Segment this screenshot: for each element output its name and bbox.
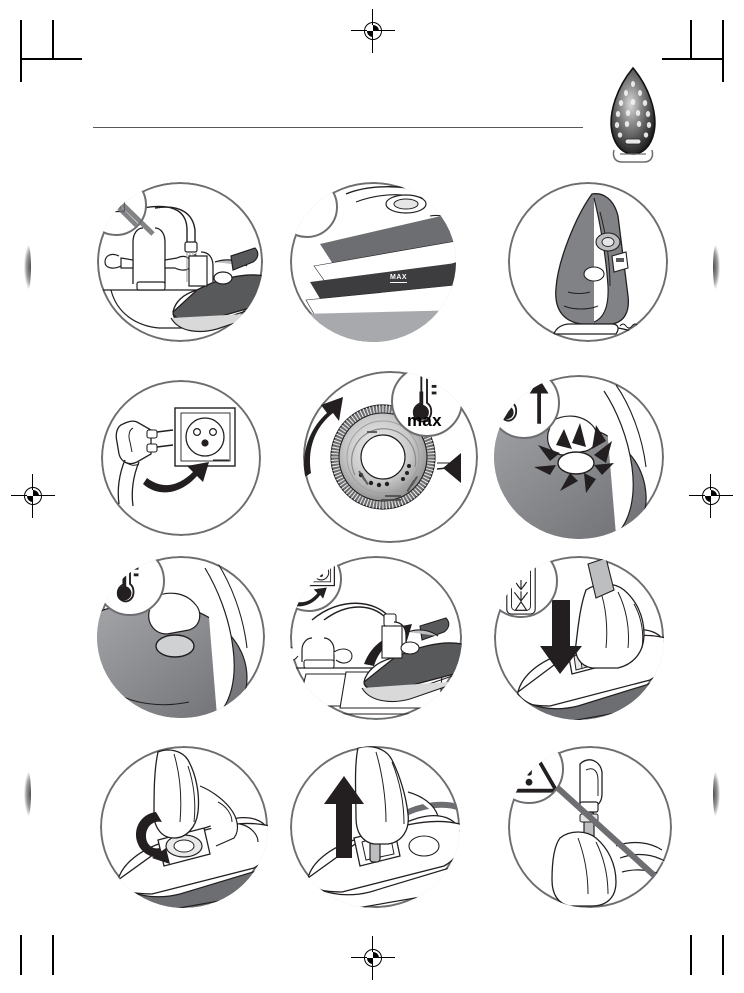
crop-mark — [662, 58, 724, 60]
warning-inset — [508, 746, 564, 804]
panel-press-steam-selector-down — [494, 556, 664, 720]
curved-arrow-icon — [290, 587, 327, 607]
registration-mark — [351, 936, 395, 980]
curved-arrow-icon — [143, 462, 209, 493]
warning-triangle-icon — [508, 746, 559, 793]
crop-mark — [52, 935, 54, 975]
temperature-max-inset: max — [391, 371, 463, 437]
temperature-reached-inset — [97, 556, 165, 616]
panel-unplug-and-refill — [290, 556, 462, 720]
crop-mark — [722, 935, 724, 975]
crop-mark — [722, 20, 724, 82]
crop-mark — [20, 58, 82, 60]
heating-up-inset — [494, 375, 560, 439]
crop-mark — [20, 20, 22, 82]
steam-level-scale-icon — [506, 556, 536, 615]
edge-bracket-mark — [24, 243, 31, 291]
crop-mark — [52, 20, 54, 60]
panel-pull-out-anticalc-valve — [290, 746, 460, 908]
up-arrow-icon — [324, 776, 364, 858]
steam-selector-inset — [494, 556, 558, 618]
up-arrow-icon — [529, 378, 549, 424]
edge-bracket-mark — [24, 770, 31, 818]
panel-fill-tank-unplugged — [97, 182, 263, 342]
edge-bracket-mark — [713, 770, 720, 818]
pilot-light-icon — [155, 634, 195, 658]
soleplate-icon — [598, 62, 668, 164]
panel-indicator-light-off — [97, 556, 265, 718]
light-rays-icon — [534, 423, 614, 493]
thermometer-icon — [116, 556, 139, 603]
triangle-pointer-icon — [443, 453, 461, 483]
rotate-arrow-icon — [303, 397, 343, 477]
panel-water-level-max: MAX — [290, 182, 456, 342]
panel-do-not-touch-valve-tip — [508, 746, 672, 908]
registration-mark — [351, 9, 395, 53]
panel-rotate-anticalc-valve — [100, 746, 268, 908]
thermometer-icon — [412, 372, 437, 423]
crop-mark — [690, 935, 692, 975]
max-water-level-label: MAX — [390, 274, 408, 283]
header-rule — [93, 127, 583, 129]
panel-set-thermostat-to-max: max — [303, 371, 478, 543]
thermometer-icon — [499, 376, 521, 422]
crop-mark — [690, 20, 692, 60]
registration-mark — [689, 474, 733, 518]
panel-plug-into-socket — [101, 380, 261, 536]
panel-iron-upright-on-heel — [508, 182, 668, 342]
unplug-inset — [290, 556, 342, 612]
pilot-light-icon — [557, 451, 595, 475]
max-temperature-label: max — [407, 411, 442, 430]
unplug-prohibited-inset — [97, 182, 147, 236]
edge-bracket-mark — [713, 243, 720, 291]
magnifier-inset — [290, 182, 338, 238]
panel-indicator-light-on — [494, 375, 664, 539]
rotate-arrow-icon — [136, 812, 164, 858]
registration-mark — [11, 474, 55, 518]
crop-mark — [20, 935, 22, 975]
down-arrow-icon — [540, 600, 582, 674]
